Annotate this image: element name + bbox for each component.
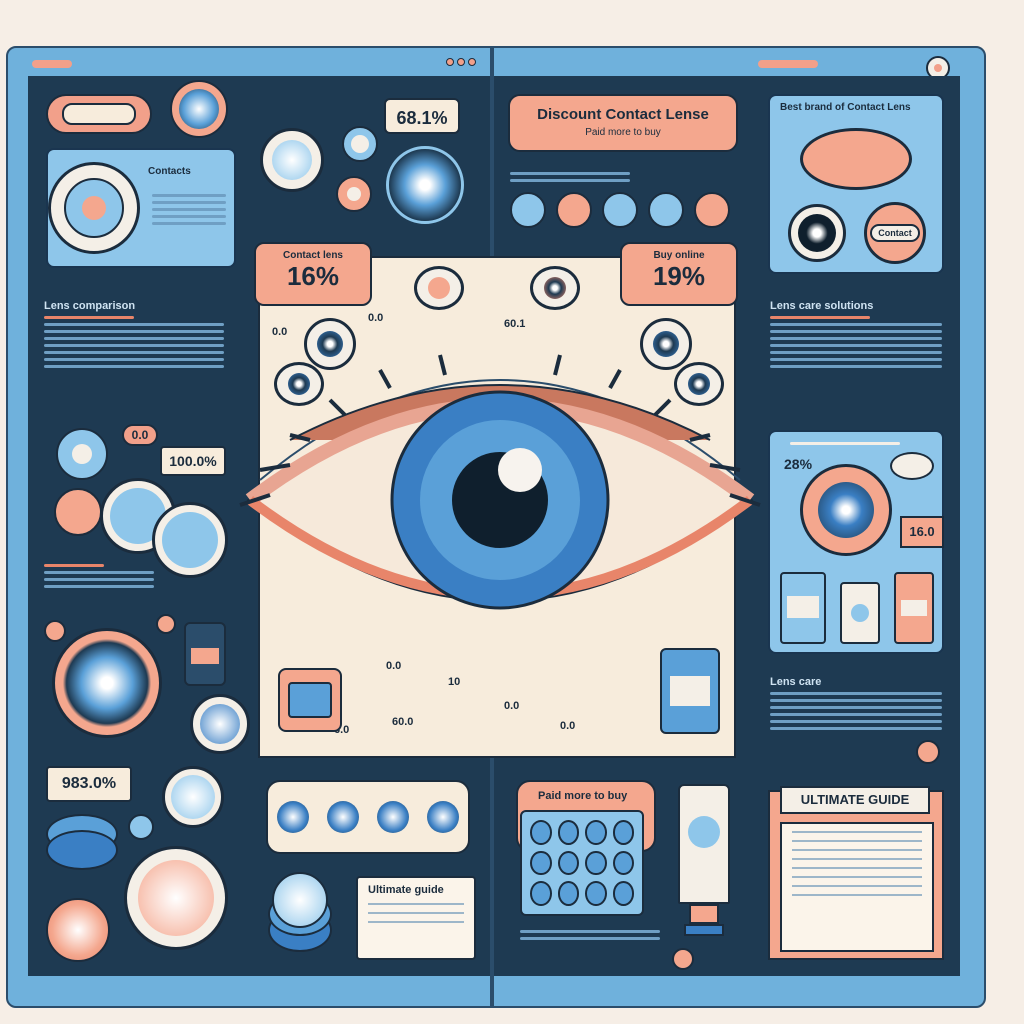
left-section-heading: Lens comparison xyxy=(44,300,136,312)
wheel-label-5: 10 xyxy=(448,676,461,688)
left-callout-title: Contact lens xyxy=(282,250,343,261)
left-callout: Contact lens 16% xyxy=(254,242,372,306)
lens-row-panel xyxy=(266,780,470,854)
percent-badge: 100.0% xyxy=(160,446,226,476)
blue-lens-icon xyxy=(190,694,250,754)
mini-lens-icon xyxy=(56,428,108,480)
dot-icon-1 xyxy=(44,620,66,642)
bottle-icon-1 xyxy=(780,572,826,644)
lens-care-heading: Lens care xyxy=(770,676,822,688)
left-tab-pill xyxy=(32,60,72,68)
small-badge: 0.0 xyxy=(122,424,158,446)
tube-icon xyxy=(678,784,730,940)
percent-badge-value: 100.0% xyxy=(169,453,217,469)
bottom-dot-icon xyxy=(672,948,694,970)
percent-label: 28% xyxy=(784,456,813,472)
lens-icon-3 xyxy=(336,176,372,212)
banner-text-lines xyxy=(510,168,630,186)
blister-pack-icon xyxy=(520,810,644,916)
banner-title: Discount Contact Lense xyxy=(537,106,709,123)
right-dot-icon xyxy=(916,740,940,764)
patterned-lens-icon xyxy=(386,146,464,224)
clear-lens-icon-2 xyxy=(152,502,228,578)
capsule-toggle[interactable] xyxy=(46,94,152,134)
lens-top-icon xyxy=(170,80,228,138)
lens-case-box xyxy=(278,668,342,732)
swatch-row xyxy=(510,192,730,228)
mini-eye-icon xyxy=(890,452,934,480)
eye-illustration xyxy=(239,354,761,610)
black-lens-icon xyxy=(788,204,846,262)
right-tab-pill xyxy=(758,60,818,68)
left-small-text xyxy=(44,560,154,592)
window-dots xyxy=(446,58,476,66)
peach-lens-icon xyxy=(54,488,102,536)
right-section: Lens care solutions xyxy=(770,300,942,372)
small-eye-icon-5 xyxy=(414,266,464,310)
lens-stack-icon xyxy=(46,814,118,878)
guide-title: ULTIMATE GUIDE xyxy=(800,792,910,807)
right-callout: Buy online 19% xyxy=(620,242,738,306)
lens-case-icon xyxy=(48,162,140,254)
wheel-label-4: 0.0 xyxy=(386,660,402,672)
stat-box-value: 983.0% xyxy=(61,775,117,792)
bottle-icon-2 xyxy=(840,582,880,644)
top-stat-badge: 68.1% xyxy=(384,98,460,134)
percent-card[interactable]: 28% 16.0 xyxy=(768,430,944,654)
lens-stack-icon-2 xyxy=(268,872,332,958)
colored-lens-icon xyxy=(52,628,162,738)
left-guide-card[interactable]: Ultimate guide xyxy=(356,876,476,960)
big-blue-lens xyxy=(800,464,892,556)
large-peach-lens xyxy=(124,846,228,950)
top-stat-value: 68.1% xyxy=(396,108,448,128)
value-badge: 16.0 xyxy=(900,516,944,548)
solution-bottle-icon xyxy=(184,622,226,686)
patterned-peach-lens xyxy=(46,898,110,962)
right-section-heading: Lens care solutions xyxy=(770,300,874,312)
small-eye-icon-2 xyxy=(640,318,692,370)
left-section: Lens comparison xyxy=(44,300,224,372)
best-brand-card[interactable]: Best brand of Contact Lens Contact xyxy=(768,94,944,274)
bottom-text xyxy=(520,926,660,944)
guide-page xyxy=(780,822,934,952)
lens-icon-2 xyxy=(342,126,378,162)
stat-box: 983.0% xyxy=(46,766,132,802)
lens-icon-1 xyxy=(260,128,324,192)
small-eye-icon-1 xyxy=(304,318,356,370)
lens-care-section: Lens care xyxy=(770,676,942,734)
guide-title-tab: ULTIMATE GUIDE xyxy=(780,786,930,814)
left-guide-title: Ultimate guide xyxy=(368,884,444,896)
small-eye-icon-3 xyxy=(274,362,324,406)
wheel-label-6: 0.0 xyxy=(504,700,520,712)
solution-jar-icon xyxy=(660,648,720,734)
dot-icon-2 xyxy=(156,614,176,634)
glass-lens-icon xyxy=(162,766,224,828)
wheel-label-3: 0.0 xyxy=(272,326,288,338)
discount-banner[interactable]: Discount Contact Lense Paid more to buy xyxy=(508,94,738,152)
wheel-label-2: 60.1 xyxy=(504,318,526,330)
contact-chip: Contact xyxy=(864,202,926,264)
small-eye-icon-4 xyxy=(674,362,724,406)
ultimate-guide-card[interactable]: ULTIMATE GUIDE xyxy=(768,786,944,960)
left-callout-value: 16% xyxy=(286,261,340,291)
small-eye-icon-6 xyxy=(530,266,580,310)
wheel-label-1: 0.0 xyxy=(368,312,384,324)
wheel-label-7: 0.0 xyxy=(560,720,576,732)
best-brand-title: Best brand of Contact Lens xyxy=(780,102,911,113)
tiny-lens-icon xyxy=(128,814,154,840)
right-callout-title: Buy online xyxy=(653,250,705,261)
promo-label: Paid more to buy xyxy=(538,790,628,802)
contacts-card[interactable]: Contacts xyxy=(46,148,236,268)
banner-subtitle: Paid more to buy xyxy=(585,127,661,138)
oval-lens-icon xyxy=(800,128,912,190)
wheel-label-9: 60.0 xyxy=(392,716,414,728)
right-callout-value: 19% xyxy=(652,261,706,291)
bottle-icon-3 xyxy=(894,572,934,644)
card-title: Contacts xyxy=(148,166,191,177)
